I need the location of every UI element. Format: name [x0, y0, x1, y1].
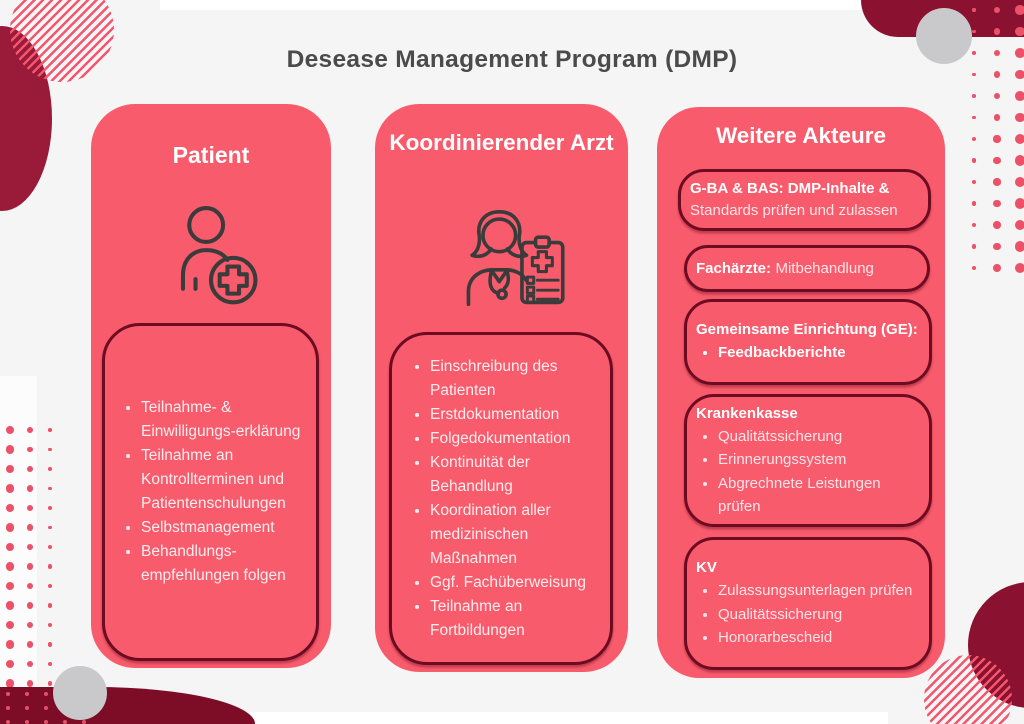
list-item: Honorarbescheid	[718, 626, 921, 650]
white-strip-top	[160, 0, 870, 10]
patient-task-list: Teilnahme- & Einwilligungs-erklärungTeil…	[115, 396, 309, 588]
gray-circle-top-right	[916, 8, 972, 64]
actor-box-heading: Gemeinsame Einrichtung (GE):	[696, 321, 918, 339]
white-strip-bottom	[240, 712, 888, 724]
patient-column: Patient Teilnahme- & Einwilligungs-erklä…	[91, 104, 331, 668]
actor-box-list: Feedbackberichte	[696, 341, 921, 365]
other-actors-column: Weitere Akteure G-BA & BAS: DMP-Inhalte …	[657, 107, 945, 678]
doctor-tasks-panel: Einschreibung des PatientenErstdokumenta…	[389, 332, 613, 665]
female-doctor-with-clipboard-icon	[434, 202, 570, 314]
person-with-medical-cross-icon	[153, 196, 269, 312]
corner-band-bottom-left	[0, 687, 255, 724]
list-item: Behandlungs-empfehlungen folgen	[141, 540, 309, 588]
actor-box-gemeinsame-einrichtung: Gemeinsame Einrichtung (GE): Feedbackber…	[684, 299, 932, 385]
actor-box-list: Zulassungsunterlagen prüfenQualitätssich…	[696, 579, 921, 650]
list-item: Erinnerungssystem	[718, 448, 921, 472]
list-item: Teilnahme an Kontrollterminen und Patien…	[141, 444, 309, 516]
other-actors-column-title: Weitere Akteure	[715, 123, 887, 148]
list-item: Koordination aller medizinischen Maßnahm…	[430, 499, 586, 571]
list-item: Qualitätssicherung	[718, 425, 921, 449]
actor-box-krankenkasse: Krankenkasse QualitätssicherungErinnerun…	[684, 394, 932, 527]
page-title: Desease Management Program (DMP)	[286, 46, 738, 73]
doctor-column: Koordinierender Arzt Einschreibung des	[375, 104, 628, 672]
list-item: Selbstmanagement	[141, 516, 309, 540]
actor-box-heading: Fachärzte:	[696, 259, 772, 277]
list-item: Abgrechnete Leistungen prüfen	[718, 472, 921, 519]
list-item: Zulassungsunterlagen prüfen	[718, 579, 921, 603]
actor-box-gba-bas: G-BA & BAS: DMP-Inhalte & Standards prüf…	[678, 169, 931, 231]
actor-box-list: QualitätssicherungErinnerungssystemAbgre…	[696, 425, 921, 519]
actor-box-heading: KV	[696, 559, 717, 577]
list-item: Teilnahme- & Einwilligungs-erklärung	[141, 396, 309, 444]
list-item: Einschreibung des Patienten	[430, 355, 586, 403]
list-item: Ggf. Fachüberweisung	[430, 571, 586, 595]
actor-box-heading: Krankenkasse	[696, 404, 798, 422]
patient-column-title: Patient	[172, 142, 250, 168]
patient-tasks-panel: Teilnahme- & Einwilligungs-erklärungTeil…	[102, 323, 319, 661]
striped-circle-bottom-right	[924, 655, 1012, 724]
actor-box-line: Fachärzte: Mitbehandlung	[696, 258, 919, 280]
list-item: Erstdokumentation	[430, 403, 586, 427]
list-item: Feedbackberichte	[718, 341, 921, 365]
list-item: Folgedokumentation	[430, 427, 586, 451]
striped-circle-top-left	[10, 0, 114, 82]
actor-box-text: Mitbehandlung	[775, 259, 874, 277]
doctor-column-title: Koordinierender Arzt	[389, 130, 614, 155]
actor-box-text: Standards prüfen und zulassen	[690, 202, 898, 219]
gray-circle-bottom-left	[53, 666, 107, 720]
doctor-task-list: Einschreibung des PatientenErstdokumenta…	[404, 355, 586, 643]
list-item: Qualitätssicherung	[718, 603, 921, 627]
list-item: Kontinuität der Behandlung	[430, 451, 586, 499]
actor-box-kv: KV Zulassungsunterlagen prüfenQualitätss…	[684, 537, 932, 670]
actor-box-fachaerzte: Fachärzte: Mitbehandlung	[684, 245, 930, 292]
actor-box-heading: G-BA & BAS: DMP-Inhalte &	[690, 180, 890, 197]
list-item: Teilnahme an Fortbildungen	[430, 595, 586, 643]
